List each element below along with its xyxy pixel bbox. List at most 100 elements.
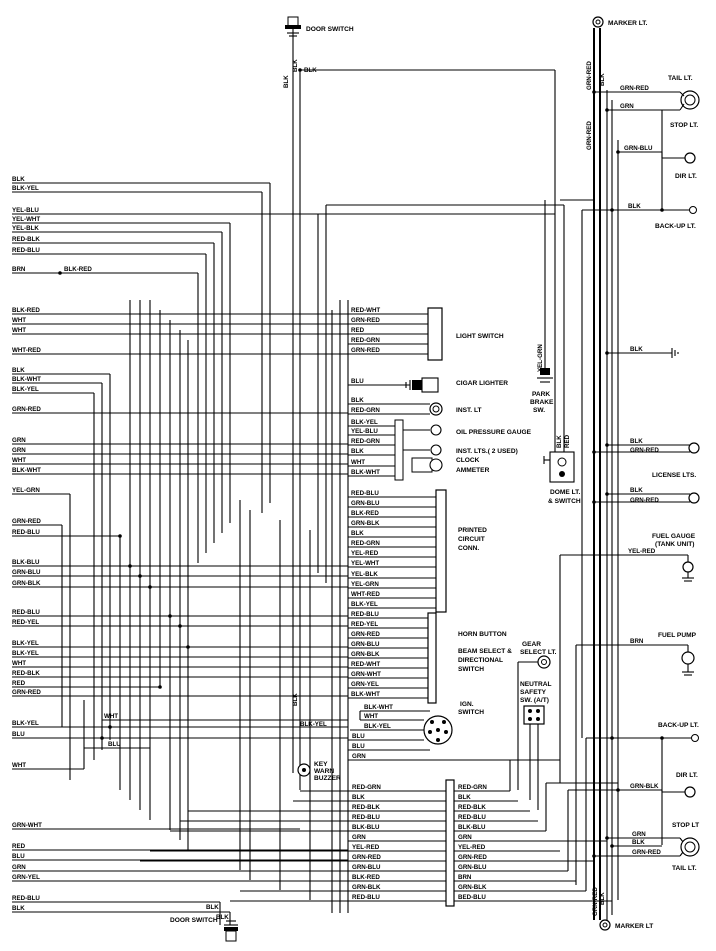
bottom-left-label: RED-BLU <box>352 894 380 901</box>
connector-wires <box>348 496 436 699</box>
ammeter-label: AMMETER <box>456 467 490 474</box>
mid-label: RED-GRN <box>351 438 380 445</box>
conn-label: YEL-BLK <box>351 571 378 578</box>
left-label: GRN-BLK <box>12 580 41 587</box>
bottom-right-label: GRN-RED <box>458 854 487 861</box>
blk-license-label: BLK <box>630 438 643 445</box>
mid-label: RED <box>351 327 365 334</box>
grn-red-vertical-2: GRN-RED <box>586 121 593 150</box>
conn-label: WHT-RED <box>351 591 380 598</box>
mid-label: RED-GRN <box>351 407 380 414</box>
marker-lt-top-label: MARKER LT. <box>608 20 648 27</box>
cigar-lighter: CIGAR LIGHTER <box>405 377 508 393</box>
marker-lt-bottom-label: MARKER LT <box>615 923 653 930</box>
ign-label: GRN <box>352 753 366 760</box>
left-label: BLK <box>12 367 25 374</box>
left-label: WHT <box>12 317 26 324</box>
conn-label: RED-WHT <box>351 661 380 668</box>
conn-label: BLK <box>351 530 364 537</box>
fuel-pump-label: FUEL PUMP <box>658 632 697 639</box>
bottom-left-label: GRN-BLK <box>352 884 381 891</box>
bottom-right-label: RED-BLK <box>458 804 486 811</box>
bottom-left-label: BLK <box>352 794 365 801</box>
light-switch: LIGHT SWITCH <box>427 307 504 361</box>
yel-red-fuel-label: YEL-RED <box>628 548 656 555</box>
neutral-label-2: SAFETY <box>520 689 547 696</box>
park-brake-label-2: BRAKE <box>530 399 554 406</box>
left-label: GRN <box>12 437 26 444</box>
fuel-gauge-label-1: FUEL GAUGE <box>652 533 696 540</box>
conn-label: GRN-RED <box>351 631 380 638</box>
left-label: WHT <box>12 660 26 667</box>
bottom-right-label: GRN-BLK <box>458 884 487 891</box>
left-label: BLK-BLU <box>12 559 40 566</box>
brn-fuel-pump-label: BRN <box>630 638 644 645</box>
mid-label: BLK-WHT <box>351 469 380 476</box>
mid-label: GRN-RED <box>351 347 380 354</box>
left-label: BLK-YEL <box>12 185 39 192</box>
bottom-left-label: GRN <box>352 834 366 841</box>
left-label: RED-BLU <box>12 609 40 616</box>
blk-yel-mid-label: BLK-YEL <box>300 721 327 728</box>
conn-label: GRN-BLK <box>351 520 380 527</box>
beam-switch-label-2: DIRECTIONAL <box>458 657 503 664</box>
left-label: RED-BLU <box>12 247 40 254</box>
red-dome-vertical-label: RED <box>564 434 571 448</box>
fuel-gauge-label-2: (TANK UNIT) <box>655 541 694 548</box>
conn-label: RED-YEL <box>351 621 378 628</box>
conn-label: RED-GRN <box>351 540 380 547</box>
door-switch-top: DOOR SWITCH <box>285 16 354 40</box>
left-label: WHT <box>12 457 26 464</box>
ign-label: WHT <box>364 713 378 720</box>
left-label: RED-BLU <box>12 895 40 902</box>
blk-ground-label: BLK <box>630 346 643 353</box>
bottom-right-label: YEL-RED <box>458 844 486 851</box>
left-label: BLK-WHT <box>12 467 41 474</box>
left-label: RED-BLK <box>12 236 40 243</box>
tail-lt-bottom-label: TAIL LT. <box>672 865 697 872</box>
vertical-bundle: WHT BLU BLK-YEL BLK <box>61 183 594 900</box>
bottom-left-label: YEL-RED <box>352 844 380 851</box>
key-buzzer-label-3: BUZZER <box>314 775 341 782</box>
gear-select-label-1: GEAR <box>522 641 541 648</box>
cigar-lighter-label: CIGAR LIGHTER <box>456 380 508 387</box>
ign-label: BLK-WHT <box>364 704 393 711</box>
blk-bottom-label: BLK <box>206 904 219 911</box>
door-switch-top-label: DOOR SWITCH <box>306 26 354 33</box>
door-switch-bottom: BLK BLK DOOR SWITCH <box>170 902 238 942</box>
mid-label: BLU <box>351 378 364 385</box>
left-label: GRN-WHT <box>12 822 42 829</box>
conn-label: RED-BLU <box>351 611 379 618</box>
blk-license-label-2: BLK <box>630 487 643 494</box>
grn-red-license-label: GRN-RED <box>630 447 659 454</box>
ign-label: BLU <box>352 733 365 740</box>
grn-red-license-label-2: GRN-RED <box>630 497 659 504</box>
left-label: RED-BLU <box>12 529 40 536</box>
left-label: WHT <box>12 762 26 769</box>
left-label: GRN <box>12 864 26 871</box>
bottom-right-label: BED-BLU <box>458 894 486 901</box>
bottom-left-label: GRN-BLU <box>352 864 381 871</box>
conn-label: GRN-WHT <box>351 671 381 678</box>
left-label: WHT <box>12 327 26 334</box>
grn-tail-label: GRN <box>620 103 634 110</box>
left-label: BLU <box>12 853 25 860</box>
left-label: GRN-YEL <box>12 874 40 881</box>
conn-label: GRN-BLU <box>351 641 380 648</box>
ign-switch-label-1: IGN. <box>460 701 474 708</box>
bottom-left-label: RED-BLK <box>352 804 380 811</box>
neutral-label-3: SW. (A/T) <box>520 697 549 704</box>
bottom-left-label: BLK-BLU <box>352 824 380 831</box>
conn-label: BLK-WHT <box>351 691 380 698</box>
bottom-right-label: BRN <box>458 874 472 881</box>
blk-top-horizontal-label: BLK <box>304 67 317 74</box>
blk-stop-label: BLK <box>632 839 645 846</box>
pcb-label-2: CIRCUIT <box>458 536 485 543</box>
left-label: GRN-BLU <box>12 569 41 576</box>
left-label: YEL-GRN <box>12 487 40 494</box>
left-label: YEL-WHT <box>12 216 40 223</box>
left-label: RED <box>12 680 26 687</box>
left-label: GRN-RED <box>12 518 41 525</box>
oil-gauge-label: OIL PRESSURE GAUGE <box>456 429 532 436</box>
